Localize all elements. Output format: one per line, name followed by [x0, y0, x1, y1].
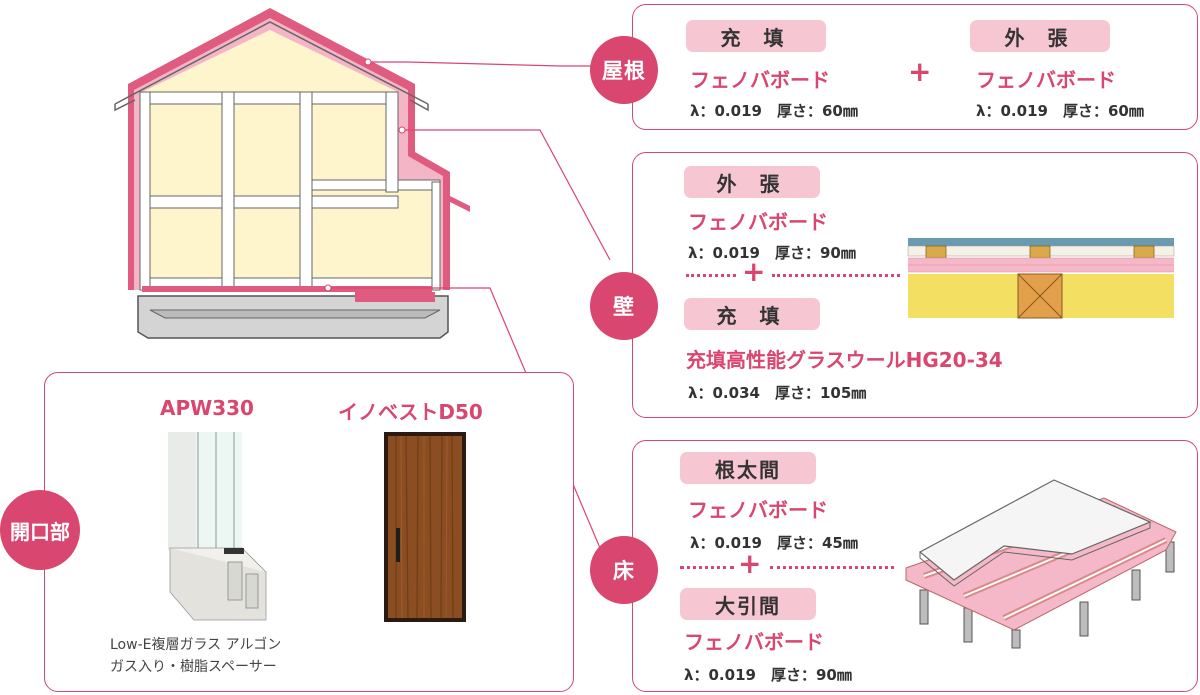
wall-divider-left: [686, 274, 736, 277]
window-caption-line1: Low-E複層ガラス アルゴン: [110, 637, 282, 653]
wall-fill-product: 充填高性能グラスウールHG20-34: [686, 348, 1003, 372]
wall-label-badge: 壁: [590, 272, 658, 340]
floor-joist-product: フェノバボード: [688, 498, 828, 522]
window-illustration: [168, 432, 267, 621]
wall-fill-spec: λ：0.034 厚さ：105㎜: [688, 384, 867, 402]
wall-plus-icon: +: [742, 255, 766, 288]
attic-insulation: [142, 30, 398, 92]
floor-plus-icon: +: [738, 547, 762, 580]
door-illustration: [384, 432, 466, 622]
window-title: APW330: [160, 396, 254, 420]
wall-divider-right: [772, 274, 900, 277]
floor-joist-tag: 根太間: [680, 452, 816, 484]
openings-label-badge: 開口部: [0, 490, 80, 570]
wall-leader: [402, 129, 611, 261]
floor-insulation: [142, 286, 432, 292]
wall-exterior-tag: 外 張: [684, 166, 820, 198]
floor-label-badge: 床: [590, 536, 658, 604]
roof-exterior-spec: λ：0.019 厚さ：60㎜: [976, 102, 1144, 120]
openings-panel: [44, 372, 574, 692]
floor-structure-illustration: [905, 479, 1177, 649]
floor-joist-spec: λ：0.019 厚さ：45㎜: [690, 534, 858, 552]
floor-sleeper-spec: λ：0.019 厚さ：90㎜: [684, 666, 852, 684]
roof-label-badge: 屋根: [590, 36, 658, 104]
roof-exterior-tag: 外 張: [970, 20, 1110, 52]
roof-plus-icon: +: [908, 55, 932, 88]
roof-fill-spec: λ：0.019 厚さ：60㎜: [690, 102, 858, 120]
window-caption-line2: ガス入り・樹脂スペーサー: [110, 659, 277, 675]
wall-fill-tag: 充 填: [684, 298, 820, 330]
roof-fill-product: フェノバボード: [690, 68, 830, 92]
floor-sleeper-tag: 大引間: [680, 588, 816, 620]
wall-exterior-product: フェノバボード: [688, 210, 828, 234]
wall-insulation: [142, 92, 398, 290]
roof-exterior-product: フェノバボード: [976, 68, 1116, 92]
floor-sleeper-product: フェノバボード: [684, 630, 824, 654]
wall-exterior-spec: λ：0.019 厚さ：90㎜: [688, 244, 856, 262]
roof-fill-tag: 充 填: [686, 20, 826, 52]
floor-divider-left: [680, 566, 734, 569]
floor-divider-right: [770, 566, 894, 569]
door-title: イノベストD50: [338, 400, 483, 424]
wall-layer-illustration: [907, 238, 1175, 319]
roof-leader: [368, 61, 600, 67]
